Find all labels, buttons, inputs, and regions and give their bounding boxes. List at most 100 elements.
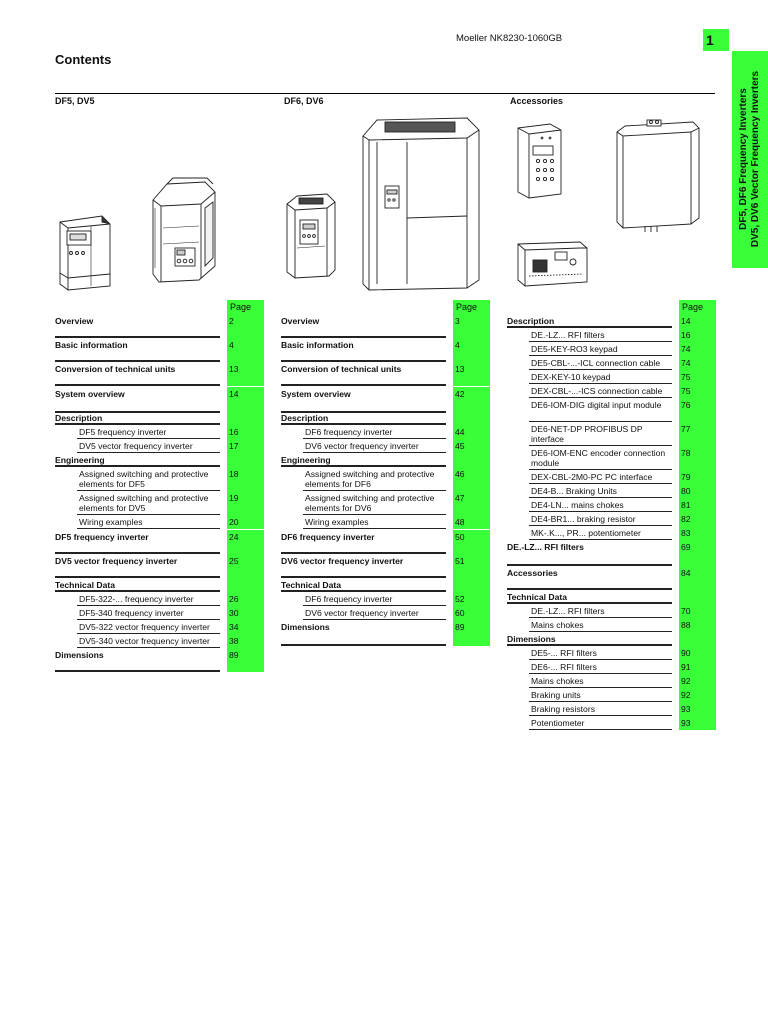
toc-entry-label: DE4-LN... mains chokes: [531, 500, 624, 510]
toc-entry-rule: [529, 673, 672, 674]
toc-entry-label: Braking units: [531, 690, 581, 700]
toc-entry-rule: [281, 423, 446, 425]
toc-entry-label: DEX-KEY-10 keypad: [531, 372, 611, 382]
toc-entry-rule: [55, 590, 220, 592]
section-heading-df5-dv5: DF5, DV5: [55, 96, 95, 106]
toc-entry-page: 77: [679, 422, 716, 446]
toc-entry[interactable]: DF6 frequency inverter 50: [281, 530, 490, 554]
toc-entry-rule: [77, 633, 220, 634]
toc-entry-page: 45: [453, 439, 490, 453]
toc-entry[interactable]: Assigned switching and protective elemen…: [55, 467, 264, 491]
toc-entry-page: 34: [227, 620, 264, 634]
toc-entry-rule: [529, 469, 672, 470]
keypad-illustration: [517, 123, 562, 199]
toc-entry[interactable]: Technical Data: [507, 590, 716, 604]
toc-entry[interactable]: Description: [55, 411, 264, 425]
toc-entry-label: DE6-IOM-ENC encoder connection module: [531, 448, 666, 468]
toc-entry-page: 13: [227, 362, 264, 386]
toc-entry-page: 2: [227, 314, 264, 338]
toc-entry-rule: [529, 369, 672, 370]
toc-entry[interactable]: Assigned switching and protective elemen…: [281, 467, 490, 491]
toc-entry[interactable]: Assigned switching and protective elemen…: [55, 491, 264, 515]
toc-entry-page: [453, 411, 490, 425]
toc-entry[interactable]: Technical Data: [281, 578, 490, 592]
toc-entry-page: 51: [453, 554, 490, 578]
toc-entry-rule: [281, 644, 446, 646]
toc-entry-label: DE4-BR1... braking resistor: [531, 514, 636, 524]
toc-entry-page: 88: [679, 618, 716, 632]
toc-entry[interactable]: Engineering: [55, 453, 264, 467]
toc-entry[interactable]: Assigned switching and protective elemen…: [281, 491, 490, 515]
toc-entry-label: System overview: [281, 389, 351, 399]
toc-entry-label: DE5-CBL-...-ICL connection cable: [531, 358, 661, 368]
toc-entry-page: 89: [227, 648, 264, 672]
toc-entry-label: Assigned switching and protective elemen…: [305, 493, 435, 513]
toc-entry-label: Dimensions: [281, 622, 330, 632]
toc-entry-page: [227, 453, 264, 467]
toc-entry-label: Accessories: [507, 568, 558, 578]
toc-entry[interactable]: Dimensions: [507, 632, 716, 646]
toc-entry-label: DF5 frequency inverter: [79, 427, 167, 437]
toc-entry-label: DEX-CBL-2M0-PC PC interface: [531, 472, 653, 482]
toc-entry[interactable]: Technical Data: [55, 578, 264, 592]
toc-entry-label: DF6 frequency inverter: [305, 594, 393, 604]
toc-entry[interactable]: Description: [281, 411, 490, 425]
toc-entry-page: [679, 590, 716, 604]
toc-entry-label: DE.-LZ... RFI filters: [507, 542, 584, 552]
toc-entry-page: 50: [453, 530, 490, 554]
toc-entry[interactable]: Engineering: [281, 453, 490, 467]
toc-entry-label: DF6 frequency inverter: [281, 532, 375, 542]
side-tab: DF5, DF6 Frequency Inverters DV5, DV6 Ve…: [732, 51, 768, 268]
toc-entry-label: Overview: [281, 316, 320, 326]
